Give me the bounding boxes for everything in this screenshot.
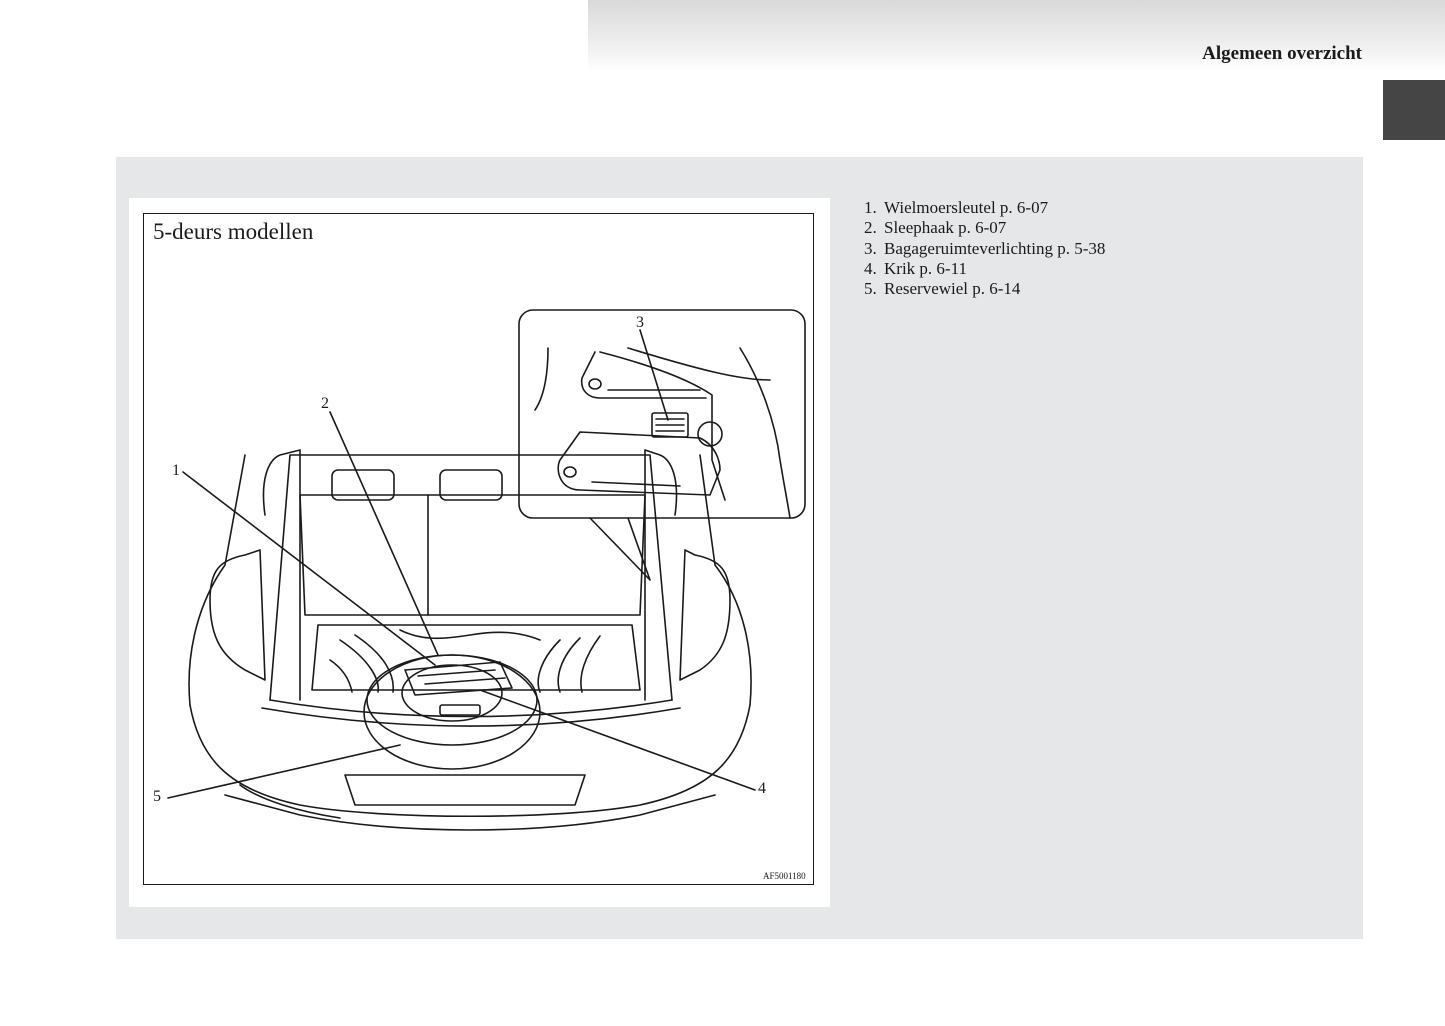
legend-text: Sleephaak p. 6-07 [884,218,1007,238]
legend-number: 4. [864,258,877,278]
rear-bumper [189,704,751,818]
chapter-thumb-tab [1383,80,1445,140]
legend-text: Reservewiel p. 6-14 [884,279,1021,299]
right-headrest [439,469,503,501]
legend-item: 5. Reservewiel p. 6-14 [864,279,1105,299]
right-tail-light [679,549,731,681]
legend-number: 3. [864,238,877,258]
inset-detail-frame [518,309,806,519]
legend-text: Bagageruimteverlichting p. 5-38 [884,238,1106,258]
left-headrest [331,469,395,501]
tool-kit [404,661,513,696]
figure-code: AF5001180 [763,871,806,881]
callout-1: 1 [172,462,180,479]
legend-number: 1. [864,198,877,217]
callout-3: 3 [636,314,644,331]
luggage-light-lens [651,412,689,438]
header-band [588,0,1445,72]
rear-seat-back [299,494,646,616]
legend-item: 1. Wielmoersleutel p. 6-07 [864,198,1105,218]
figure-frame [143,213,814,885]
leader-line-5 [167,744,401,799]
legend-item: 3. Bagageruimteverlichting p. 5-38 [864,239,1105,259]
spare-wheel [363,654,541,770]
license-plate-recess [344,774,586,806]
legend-text: Wielmoersleutel p. 6-07 [884,198,1049,217]
leader-line-1 [182,471,436,666]
legend-item: 4. Krik p. 6-11 [864,259,1105,279]
legend-number: 2. [864,218,877,238]
left-tail-light [209,549,266,681]
section-title: Algemeen overzicht [1202,43,1362,64]
legend-number: 5. [864,279,877,299]
component-legend: 1. Wielmoersleutel p. 6-07 2. Sleephaak … [864,198,1105,299]
trunk-opening [269,454,673,701]
legend-text: Krik p. 6-11 [884,258,967,278]
callout-4: 4 [758,780,766,797]
leader-line-3 [639,329,669,421]
car-body-outline [188,454,752,706]
callout-2: 2 [321,395,329,412]
legend-item: 2. Sleephaak p. 6-07 [864,218,1105,238]
callout-5: 5 [153,788,161,805]
leader-line-4 [479,689,756,791]
figure-title: 5-deurs modellen [153,219,314,244]
leader-line-2 [329,411,439,656]
